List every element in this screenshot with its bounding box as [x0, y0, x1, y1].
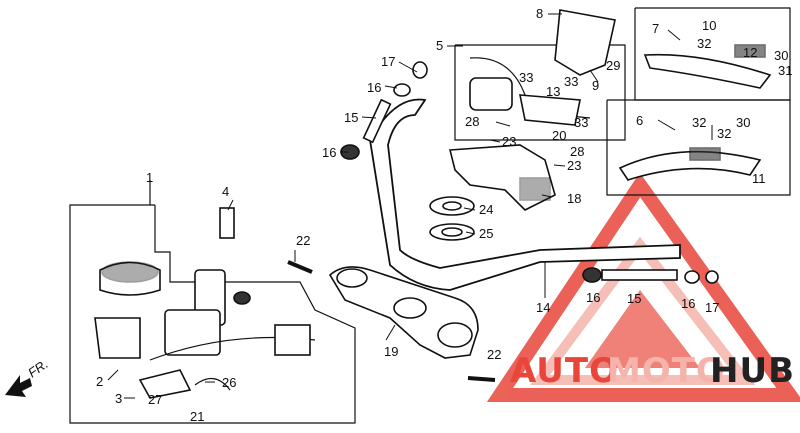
steering-stem-bridge [328, 266, 479, 359]
callout-16-b: 16 [322, 145, 336, 160]
callout-7: 7 [652, 21, 659, 36]
callout-27: 27 [148, 392, 162, 407]
callout-33-c: 33 [574, 115, 588, 130]
meter-bracket [554, 9, 616, 76]
callout-9: 9 [592, 78, 599, 93]
watermark-part-moto: MOTO [607, 351, 726, 391]
bolts [287, 260, 496, 382]
callout-4: 4 [222, 184, 229, 199]
callout-16-c: 16 [586, 290, 600, 305]
callout-15-left: 15 [344, 110, 358, 125]
callout-32-c: 32 [717, 126, 731, 141]
callout-23-a: 23 [502, 134, 516, 149]
watermark-logo [486, 172, 800, 402]
callout-11: 11 [752, 171, 766, 186]
callout-28-a: 28 [465, 114, 479, 129]
direction-arrow-icon [5, 375, 32, 397]
callout-3: 3 [115, 391, 122, 406]
callout-6: 6 [636, 113, 643, 128]
leader-lines [107, 13, 713, 399]
callout-30-a: 30 [774, 48, 788, 63]
callout-19: 19 [384, 344, 398, 359]
handlebar [369, 98, 681, 291]
callout-1: 1 [146, 170, 153, 185]
washers [429, 196, 475, 241]
callout-10: 10 [702, 18, 716, 33]
callout-5: 5 [436, 38, 443, 53]
callout-25: 25 [479, 226, 493, 241]
brake-lever [618, 147, 762, 181]
callout-28-b: 28 [570, 144, 584, 159]
watermark-part-auto: AUTO [510, 351, 619, 391]
watermark-part-hub: HUB [710, 351, 795, 391]
callout-16-d: 16 [681, 296, 695, 311]
callout-22-a: 22 [296, 233, 310, 248]
callout-13: 13 [546, 84, 560, 99]
callout-32-a: 32 [697, 36, 711, 51]
callout-8: 8 [536, 6, 543, 21]
callout-15-right: 15 [627, 291, 641, 306]
callout-18: 18 [567, 191, 581, 206]
right-grip-parts [582, 267, 719, 284]
callout-33-a: 33 [519, 70, 533, 85]
callout-30-b: 30 [736, 115, 750, 130]
callout-31: 31 [778, 63, 792, 78]
callout-33-b: 33 [564, 74, 578, 89]
callout-16-a: 16 [367, 80, 381, 95]
callout-2: 2 [96, 374, 103, 389]
switch-housing [469, 57, 591, 126]
callout-32-b: 32 [692, 115, 706, 130]
left-grip-parts [340, 61, 428, 160]
callout-17-b: 17 [705, 300, 719, 315]
handlebar-upper-holder [448, 144, 556, 211]
watermark-text: AUTO MOTO HUB [510, 351, 795, 391]
callout-20: 20 [552, 128, 566, 143]
callout-29: 29 [606, 58, 620, 73]
ignition-parts [94, 207, 316, 399]
callout-21: 21 [190, 409, 204, 424]
callout-24: 24 [479, 202, 493, 217]
callout-12: 12 [743, 45, 757, 60]
callout-23-b: 23 [567, 158, 581, 173]
callout-labels: 1 2 3 4 5 6 7 8 9 10 11 12 13 14 15 15 1… [25, 6, 792, 424]
callout-22-b: 22 [487, 347, 501, 362]
callout-14: 14 [536, 300, 550, 315]
callout-26: 26 [222, 375, 236, 390]
clutch-lever [643, 44, 772, 89]
direction-label: FR. [25, 356, 51, 380]
callout-17-a: 17 [381, 54, 395, 69]
